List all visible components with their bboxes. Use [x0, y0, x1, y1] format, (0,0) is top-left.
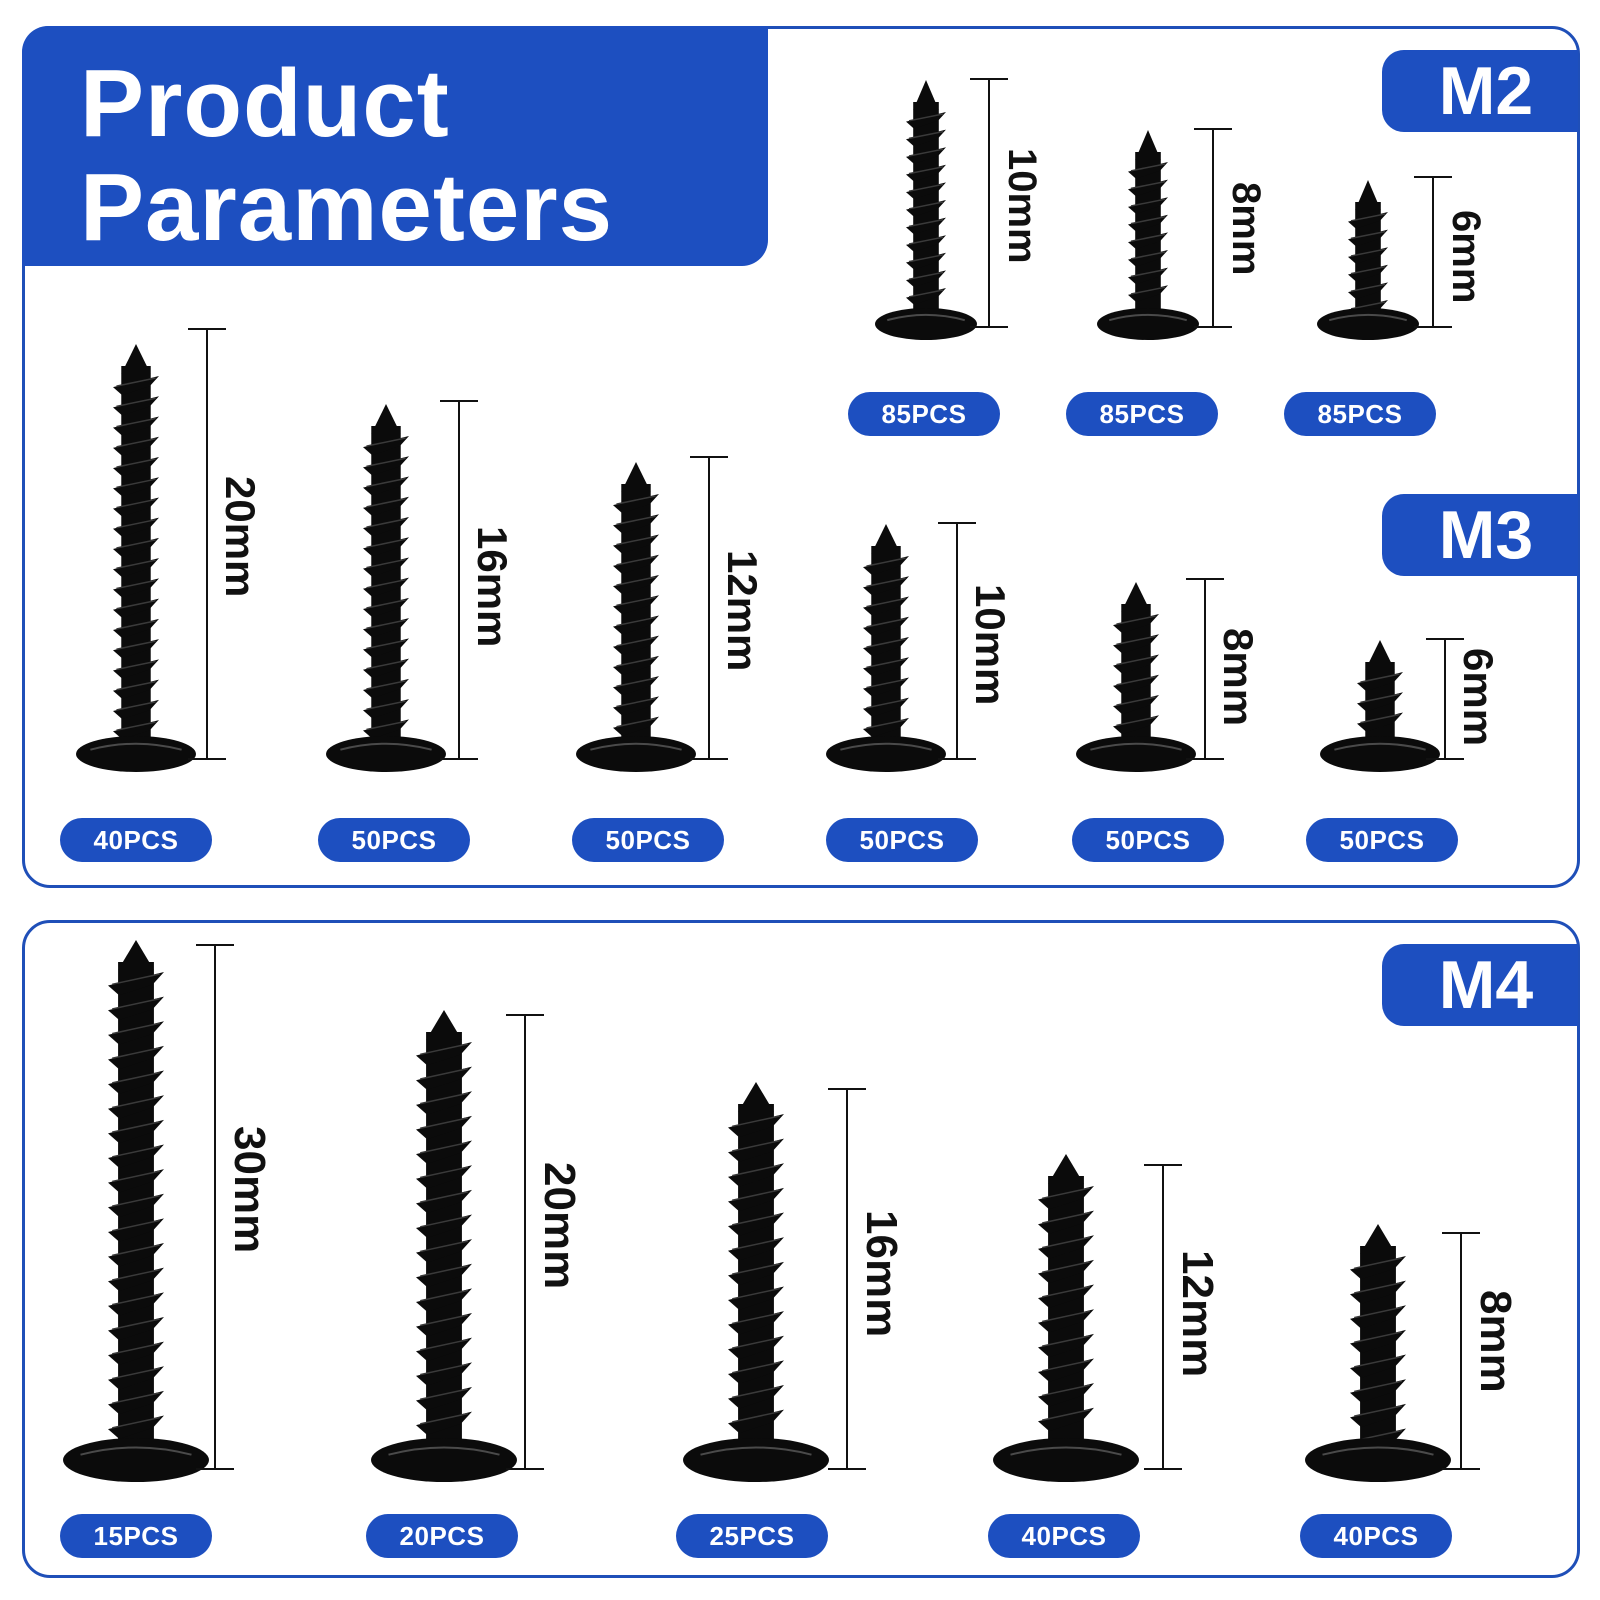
length-label-m2-3: 6mm — [1444, 210, 1488, 304]
dimension-cap-bottom — [1186, 758, 1224, 760]
dimension-cap-bottom — [970, 326, 1008, 328]
dimension-cap-bottom — [440, 758, 478, 760]
dimension-cap-top — [970, 78, 1008, 80]
quantity-badge-m4-1: 15PCS — [60, 1514, 212, 1558]
dimension-cap-top — [1194, 128, 1232, 130]
title-block: Product Parameters — [22, 26, 768, 266]
dimension-line-m4-1 — [196, 944, 234, 1470]
length-label-m2-1: 10mm — [1000, 148, 1044, 264]
quantity-badge-m2-3: 85PCS — [1284, 392, 1436, 436]
quantity-badge-m2-1: 85PCS — [848, 392, 1000, 436]
length-label-m4-4: 12mm — [1173, 1250, 1222, 1378]
dimension-line-m3-5 — [1186, 578, 1224, 760]
dimension-line-m2-1 — [970, 78, 1008, 328]
dimension-line-m4-4 — [1144, 1164, 1182, 1470]
quantity-badge-m3-4: 50PCS — [826, 818, 978, 862]
length-label-m3-3: 12mm — [719, 550, 766, 672]
length-label-m3-2: 16mm — [469, 526, 516, 648]
dimension-cap-top — [506, 1014, 544, 1016]
dimension-line-m3-2 — [440, 400, 478, 760]
screw-icon-m4-3 — [683, 1082, 829, 1482]
size-tag-m2: M2 — [1382, 50, 1578, 132]
quantity-badge-m3-5: 50PCS — [1072, 818, 1224, 862]
length-label-m3-1: 20mm — [217, 476, 264, 598]
screw-icon-m2-3 — [1317, 180, 1419, 340]
screw-icon-m3-4 — [826, 524, 946, 772]
quantity-badge-m3-2: 50PCS — [318, 818, 470, 862]
quantity-badge-m4-5: 40PCS — [1300, 1514, 1452, 1558]
screw-icon-m4-4 — [993, 1154, 1139, 1482]
screw-icon-m3-5 — [1076, 582, 1196, 772]
screw-icon-m2-2 — [1097, 130, 1199, 340]
screw-icon-m2-1 — [875, 80, 977, 340]
dimension-cap-top — [1426, 638, 1464, 640]
dimension-cap-top — [1186, 578, 1224, 580]
dimension-cap-bottom — [690, 758, 728, 760]
dimension-line-m4-3 — [828, 1088, 866, 1470]
quantity-badge-m4-2: 20PCS — [366, 1514, 518, 1558]
dimension-cap-bottom — [506, 1468, 544, 1470]
dimension-line-m3-3 — [690, 456, 728, 760]
screw-icon-m3-6 — [1320, 640, 1440, 772]
quantity-badge-m2-2: 85PCS — [1066, 392, 1218, 436]
dimension-cap-top — [1442, 1232, 1480, 1234]
dimension-cap-top — [440, 400, 478, 402]
dimension-cap-bottom — [1144, 1468, 1182, 1470]
length-label-m3-6: 6mm — [1455, 648, 1502, 747]
dimension-cap-top — [828, 1088, 866, 1090]
title-line-1: Product — [80, 50, 450, 157]
dimension-cap-bottom — [1414, 326, 1452, 328]
dimension-line-m3-4 — [938, 522, 976, 760]
quantity-badge-m3-3: 50PCS — [572, 818, 724, 862]
screw-icon-m4-2 — [371, 1010, 517, 1482]
dimension-line-m4-2 — [506, 1014, 544, 1470]
dimension-cap-top — [196, 944, 234, 946]
dimension-cap-top — [1144, 1164, 1182, 1166]
screw-icon-m3-1 — [76, 344, 196, 772]
screw-icon-m3-2 — [326, 404, 446, 772]
length-label-m3-5: 8mm — [1215, 628, 1262, 727]
length-label-m4-3: 16mm — [857, 1210, 906, 1338]
length-label-m3-4: 10mm — [967, 584, 1014, 706]
dimension-cap-bottom — [1426, 758, 1464, 760]
screw-icon-m3-3 — [576, 462, 696, 772]
dimension-cap-bottom — [196, 1468, 234, 1470]
length-label-m4-1: 30mm — [225, 1126, 274, 1254]
dimension-cap-top — [1414, 176, 1452, 178]
dimension-cap-top — [188, 328, 226, 330]
length-label-m4-2: 20mm — [535, 1162, 584, 1290]
dimension-cap-top — [938, 522, 976, 524]
dimension-line-m2-2 — [1194, 128, 1232, 328]
quantity-badge-m4-4: 40PCS — [988, 1514, 1140, 1558]
title-line-2: Parameters — [80, 154, 614, 261]
screw-icon-m4-5 — [1305, 1224, 1451, 1482]
dimension-cap-top — [690, 456, 728, 458]
screw-icon-m4-1 — [63, 940, 209, 1482]
length-label-m2-2: 8mm — [1224, 182, 1268, 276]
quantity-badge-m3-6: 50PCS — [1306, 818, 1458, 862]
dimension-line-m2-3 — [1414, 176, 1452, 328]
dimension-cap-bottom — [1442, 1468, 1480, 1470]
size-tag-m3: M3 — [1382, 494, 1578, 576]
quantity-badge-m4-3: 25PCS — [676, 1514, 828, 1558]
quantity-badge-m3-1: 40PCS — [60, 818, 212, 862]
length-label-m4-5: 8mm — [1471, 1290, 1520, 1393]
dimension-line-m3-6 — [1426, 638, 1464, 760]
dimension-cap-bottom — [1194, 326, 1232, 328]
size-tag-m4: M4 — [1382, 944, 1578, 1026]
dimension-line-m4-5 — [1442, 1232, 1480, 1470]
dimension-cap-bottom — [938, 758, 976, 760]
dimension-cap-bottom — [188, 758, 226, 760]
dimension-cap-bottom — [828, 1468, 866, 1470]
dimension-line-m3-1 — [188, 328, 226, 760]
